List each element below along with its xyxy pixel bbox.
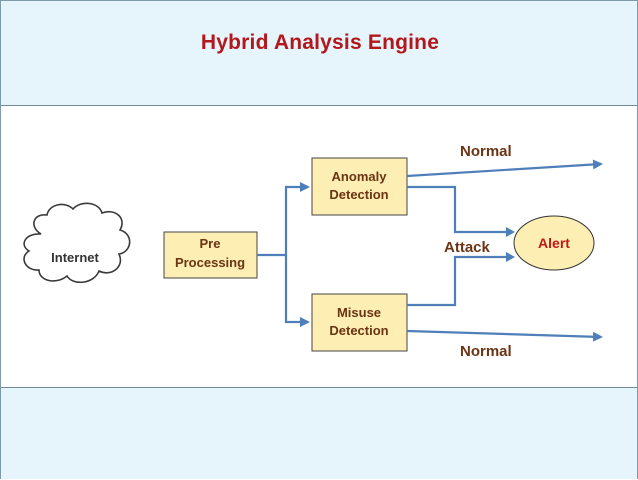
alert-node: Alert <box>513 215 595 271</box>
arrowhead-attack-bottom <box>506 252 515 262</box>
header-band <box>1 1 637 106</box>
anomaly-detection-node: Anomaly Detection <box>311 157 408 216</box>
edge-misuse-normal <box>406 329 603 342</box>
edge-misuse-attack <box>407 255 512 307</box>
internet-cloud-node: Internet <box>23 202 131 284</box>
misuse-detection-node: Misuse Detection <box>311 293 408 352</box>
anomaly-label-line1: Anomaly <box>332 169 388 184</box>
misuse-label-line1: Misuse <box>337 305 381 320</box>
slide-title: Hybrid Analysis Engine <box>200 31 440 54</box>
label-normal-top: Normal <box>460 143 512 160</box>
label-normal-bottom: Normal <box>460 343 512 360</box>
footer-band <box>1 388 637 479</box>
cloud-icon <box>23 202 131 284</box>
preprocessing-label-line2: Processing <box>175 255 245 270</box>
anomaly-label-line2: Detection <box>329 187 388 202</box>
preprocessing-node: Pre Processing <box>163 231 258 279</box>
edge-anomaly-attack <box>407 185 512 234</box>
edge-pre-to-misuse <box>284 255 310 327</box>
misuse-label-line2: Detection <box>329 323 388 338</box>
label-attack: Attack <box>444 239 491 256</box>
preprocessing-label-line1: Pre <box>200 236 221 251</box>
alert-label: Alert <box>538 235 570 251</box>
internet-label: Internet <box>51 250 99 265</box>
edge-pre-to-anomaly <box>257 182 310 257</box>
arrowhead-attack-top <box>506 227 515 237</box>
edge-anomaly-normal <box>406 159 603 178</box>
